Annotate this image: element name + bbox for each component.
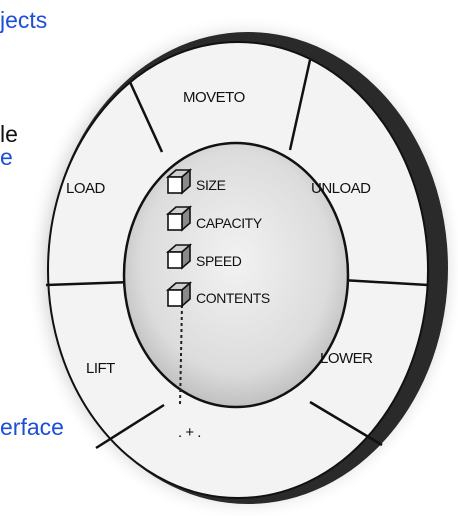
segment-bottom-label: . + . — [178, 424, 201, 441]
hub-item-label: SIZE — [196, 177, 226, 193]
segment-top-label: MOVETO — [183, 89, 245, 106]
hub-item-label: SPEED — [196, 253, 242, 269]
segment-lower-right-label: LOWER — [320, 350, 373, 367]
hub-item-label: CONTENTS — [196, 290, 270, 306]
cube-icon — [168, 170, 190, 193]
cube-icon — [168, 283, 190, 306]
segment-upper-left-label: LOAD — [66, 180, 106, 197]
cube-icon — [168, 245, 190, 268]
segment-upper-right-label: UNLOAD — [311, 180, 371, 197]
segment-lower-left-label: LIFT — [86, 360, 115, 377]
hub-item-label: CAPACITY — [196, 215, 263, 231]
cube-icon — [168, 207, 190, 230]
